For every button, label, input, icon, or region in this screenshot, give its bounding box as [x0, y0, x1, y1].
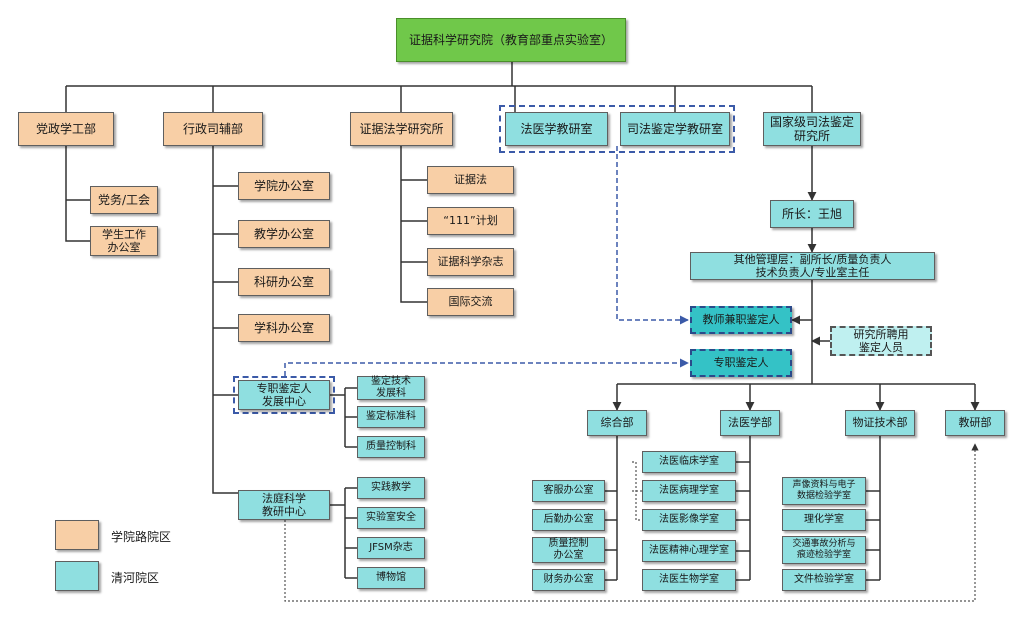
node-admin-dept: 行政司辅部 [163, 112, 263, 146]
node-tech-development: 鉴定技术 发展科 [357, 376, 425, 400]
node-traffic-trace-lab: 交通事故分析与 痕迹检验学室 [782, 536, 866, 564]
node-student-affairs-office: 学生工作 办公室 [90, 226, 158, 256]
node-practice-teaching: 实践教学 [357, 477, 425, 499]
node-111-plan: “111”计划 [427, 207, 514, 235]
node-evidence-law: 证据法 [427, 166, 514, 194]
node-forensic-medicine-teaching: 法医学教研室 [505, 112, 608, 146]
node-evidence-science-journal: 证据科学杂志 [427, 248, 514, 276]
node-museum: 博物馆 [357, 567, 425, 589]
node-psychiatry-lab: 法医精神心理学室 [642, 540, 736, 562]
legend-label-qinghe: 清河院区 [111, 571, 160, 585]
node-evidence-law-institute: 证据法学研究所 [350, 112, 453, 146]
node-forensic-dept: 法医学部 [720, 410, 780, 436]
expert-center-group [233, 376, 335, 414]
node-imaging-lab: 法医影像学室 [642, 509, 736, 531]
node-fulltime-appraiser: 专职鉴定人 [690, 349, 792, 377]
node-research-office: 科研办公室 [238, 268, 330, 296]
node-party-union: 党务/工会 [90, 186, 158, 214]
node-international-exchange: 国际交流 [427, 288, 514, 316]
node-expert-development-center: 专职鉴定人 发展中心 [238, 380, 330, 410]
node-physchem-lab: 理化学室 [782, 509, 866, 531]
node-party-dept: 党政学工部 [18, 112, 114, 146]
node-judicial-appraisal-teaching: 司法鉴定学教研室 [620, 112, 730, 146]
node-director: 所长：王旭 [770, 200, 854, 228]
node-biology-lab: 法医生物学室 [642, 569, 736, 591]
node-document-lab: 文件检验学室 [782, 569, 866, 591]
node-audio-video-lab: 声像资料与电子 数据检验学室 [782, 477, 866, 505]
node-physical-evidence-dept: 物证技术部 [845, 410, 915, 436]
node-logistics-office: 后勤办公室 [532, 509, 605, 531]
node-lab-safety: 实验室安全 [357, 507, 425, 529]
node-quality-control-section: 质量控制科 [357, 436, 425, 458]
node-discipline-office: 学科办公室 [238, 314, 330, 342]
node-pathology-lab: 法医病理学室 [642, 480, 736, 502]
node-teaching-research-dept: 教研部 [945, 410, 1005, 436]
root-node: 证据科学研究院（教育部重点实验室） [396, 18, 626, 62]
node-court-science-center: 法庭科学 教研中心 [238, 490, 330, 520]
node-clinical-lab: 法医临床学室 [642, 451, 736, 473]
legend-swatch-xueyuanlu [55, 520, 99, 550]
node-general-dept: 综合部 [587, 410, 647, 436]
node-hired-appraiser: 研究所聘用 鉴定人员 [830, 326, 932, 356]
node-finance-office: 财务办公室 [532, 569, 605, 591]
node-jfsm-journal: JFSM杂志 [357, 537, 425, 559]
node-national-institute: 国家级司法鉴定 研究所 [763, 112, 861, 146]
node-management: 其他管理层：副所长/质量负责人 技术负责人/专业室主任 [690, 252, 935, 280]
legend-label-xueyuanlu: 学院路院区 [111, 530, 172, 544]
node-customer-office: 客服办公室 [532, 480, 605, 502]
node-college-office: 学院办公室 [238, 172, 330, 200]
node-quality-control-office: 质量控制 办公室 [532, 537, 605, 563]
node-standards-section: 鉴定标准科 [357, 406, 425, 428]
node-parttime-appraiser: 教师兼职鉴定人 [690, 306, 792, 334]
teaching-dept-group [499, 105, 735, 153]
legend-swatch-qinghe [55, 561, 99, 591]
node-teaching-office: 教学办公室 [238, 220, 330, 248]
